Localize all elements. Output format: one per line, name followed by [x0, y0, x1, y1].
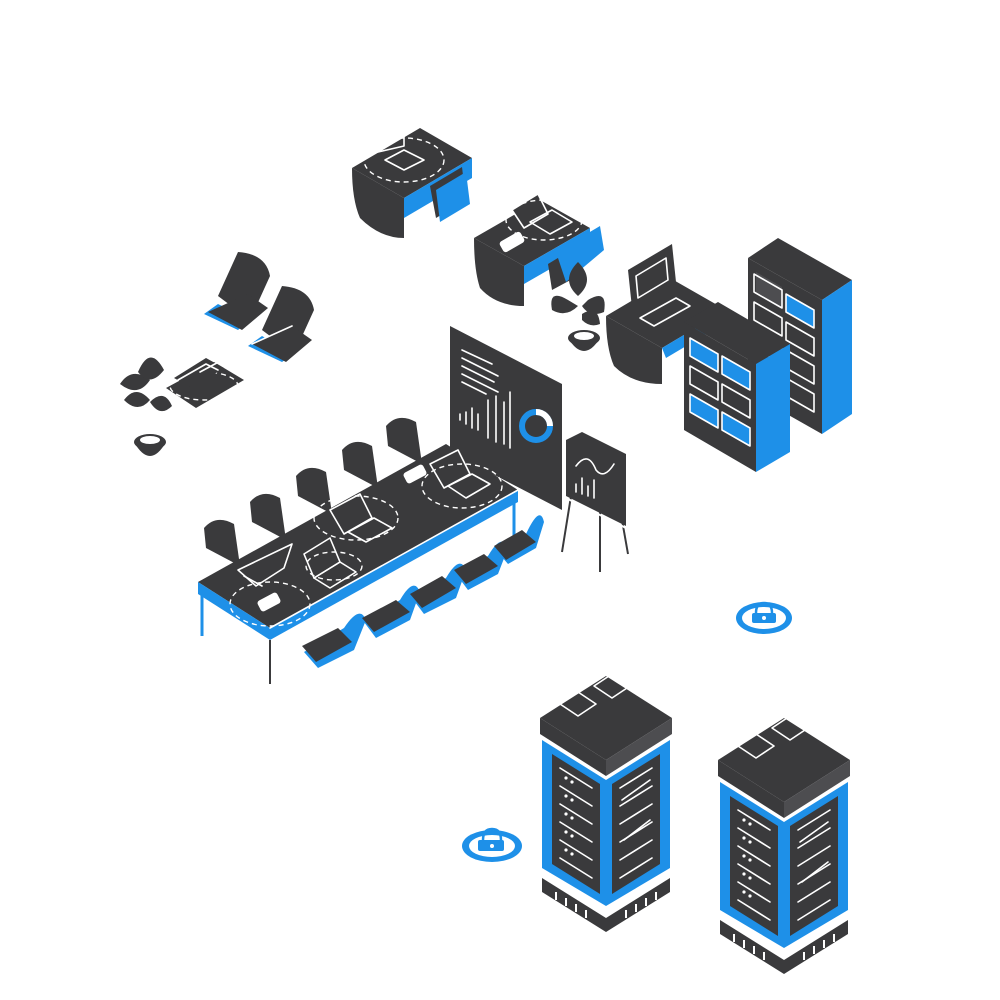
server-rack-left [540, 673, 672, 932]
filing-cabinet-front [684, 302, 790, 472]
front-chairs [302, 515, 544, 668]
conference-table [198, 417, 544, 684]
lounge-chairs [204, 252, 314, 362]
presentation-screen [450, 326, 562, 510]
lock-badge-left [462, 827, 522, 862]
desk-with-laptop-and-phone [474, 193, 604, 306]
lock-badge-right [736, 601, 792, 634]
server-rack-right [718, 715, 850, 974]
back-chairs [204, 417, 422, 566]
flipchart-easel [561, 432, 629, 572]
plant-and-laptop-mat [120, 357, 244, 456]
single-desk-with-laptop [352, 117, 472, 238]
potted-plant-center [551, 262, 605, 351]
